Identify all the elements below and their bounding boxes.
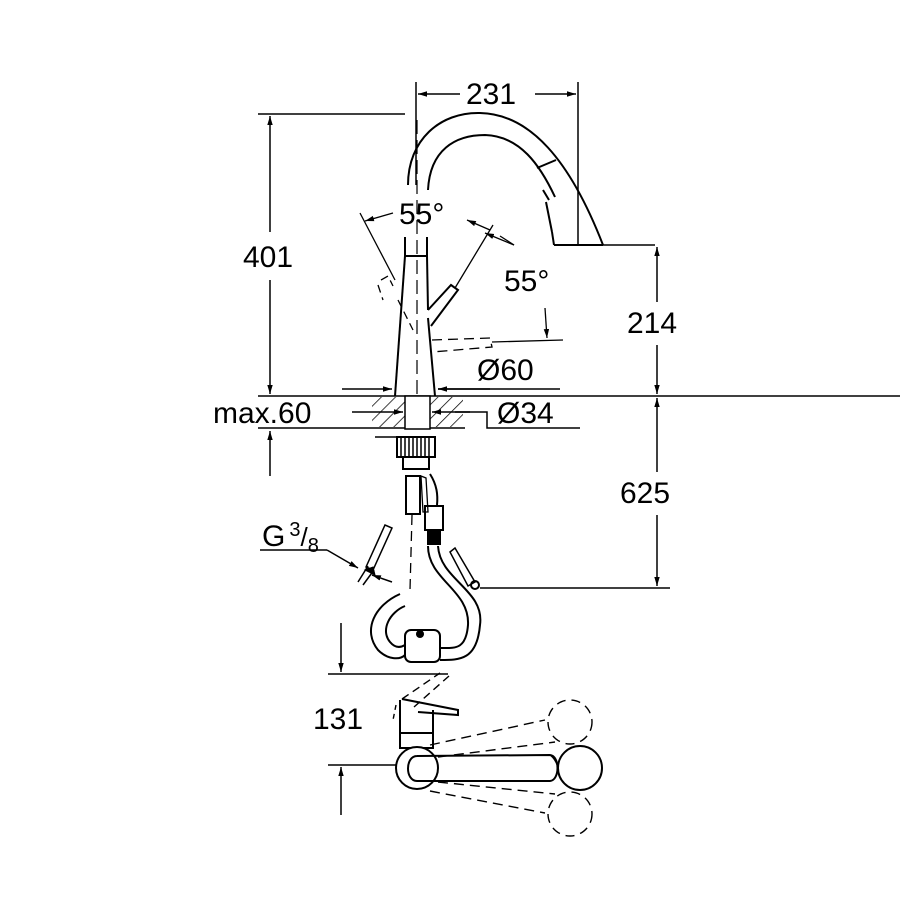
dim-hole-diameter: Ø34 <box>497 397 554 430</box>
dim-spout-outlet-height: 214 <box>627 307 678 340</box>
dim-total-height: 401 <box>243 241 294 274</box>
dim-max-deck-thickness: max.60 <box>213 397 312 430</box>
spout <box>407 111 655 246</box>
thread-prefix: G <box>262 520 286 553</box>
dimension-231-group <box>415 82 579 245</box>
dim-top-view-offset: 131 <box>313 703 364 736</box>
top-view <box>392 672 603 837</box>
dim-lever-angle-left: 55° <box>399 198 445 231</box>
dim-spout-reach: 231 <box>466 78 517 111</box>
deck-section <box>258 386 900 476</box>
faucet-body <box>394 120 460 420</box>
lever-angle-guides <box>359 212 564 353</box>
thread-numerator: 3 <box>289 519 301 541</box>
thread-callout <box>260 549 393 586</box>
thread-denominator: 8 <box>307 535 319 557</box>
thread-separator: / <box>300 522 308 552</box>
dim-body-diameter: Ø60 <box>477 354 534 387</box>
dim-hose-length: 625 <box>620 477 671 510</box>
dimension-214-625-group <box>480 247 670 589</box>
dim-lever-angle-right: 55° <box>504 265 550 298</box>
dimension-401-group <box>258 113 405 394</box>
mounting-nut-and-hoses <box>363 436 482 663</box>
